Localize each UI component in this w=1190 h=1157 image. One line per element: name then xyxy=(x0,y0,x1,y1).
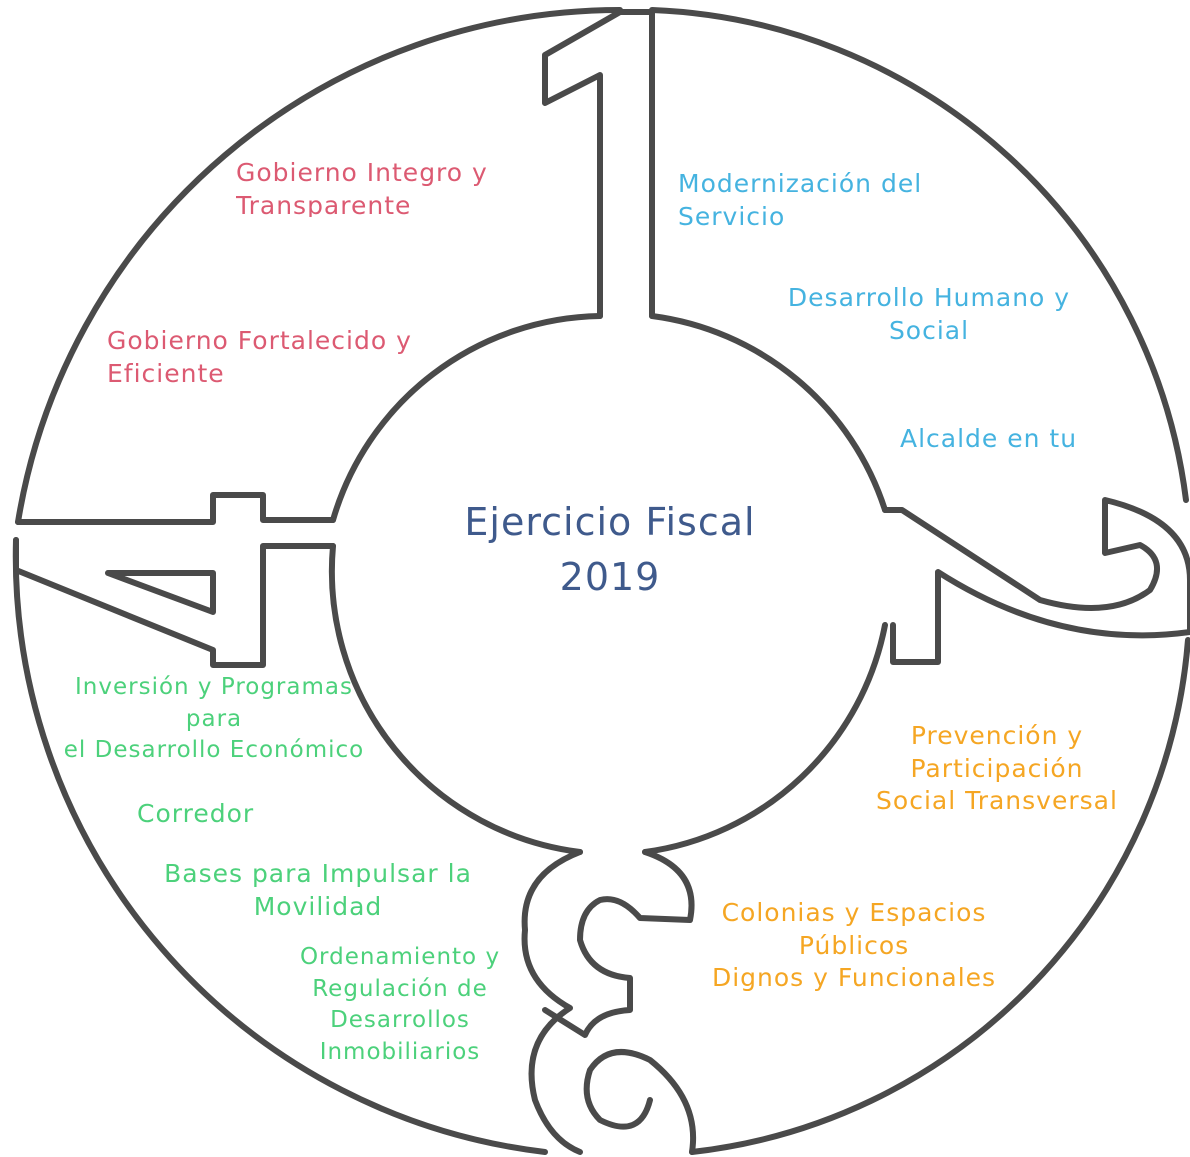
pillar2-item1-line1: Modernización del xyxy=(678,169,923,198)
pillar3-item2-line1: Colonias y Espacios xyxy=(721,898,987,927)
pillar4-item1-line1: Inversión y Programas xyxy=(75,674,353,700)
inner-ring-upper-right xyxy=(649,313,888,513)
pillar4-item4-line4: Inmobiliarios xyxy=(319,1039,481,1066)
pillar2-item2-line1: Desarrollo Humano y xyxy=(787,283,1071,312)
pillar2-item2: Desarrollo Humano y Social xyxy=(774,282,1084,347)
pillar4-item3: Bases para Impulsar la Movilidad xyxy=(150,858,486,918)
pillar4-item2: Corredor xyxy=(137,798,254,831)
center-title: Ejercicio Fiscal 2019 xyxy=(405,495,815,605)
inner-ring-lower-left xyxy=(328,543,583,855)
center-title-line2: 2019 xyxy=(559,555,661,600)
pillar4-item2-line1: Corredor xyxy=(137,799,255,828)
pillar2-item3: Alcalde en tu xyxy=(900,423,1077,456)
pillar4-item3-line1: Bases para Impulsar la xyxy=(164,859,472,888)
pillar1-item1-line1: Gobierno Integro y xyxy=(236,158,488,187)
pillar1-item1-line2: Transparente xyxy=(236,190,412,218)
pillar2-item1: Modernización del Servicio xyxy=(678,168,922,233)
pillar4-item1: Inversión y Programas para el Desarrollo… xyxy=(44,672,384,767)
center-title-line1: Ejercicio Fiscal xyxy=(464,500,756,544)
pillar3-item1-line2: Participación xyxy=(910,753,1084,783)
outer-ring-q2-arc xyxy=(649,7,1189,503)
pillar3-item2-line2: Públicos xyxy=(798,930,910,960)
pillar4-item4-line1: Ordenamiento y xyxy=(299,944,501,970)
pillar3-item1: Prevención y Participación Social Transv… xyxy=(862,720,1132,818)
pillar1-item2-line2: Eficiente xyxy=(107,358,225,386)
numeral-three-reversed xyxy=(521,849,696,1155)
pillar3-item2: Colonias y Espacios Públicos Dignos y Fu… xyxy=(698,897,1010,995)
numeral-two xyxy=(882,497,1190,665)
pillar4-item1-line3: el Desarrollo Económico xyxy=(63,737,365,764)
pillar3-item2-line3: Dignos y Funcionales xyxy=(711,963,997,992)
pillar4-item3-line2: Movilidad xyxy=(253,891,383,919)
pillar3-item1-line3: Social Transversal xyxy=(876,786,1118,815)
numeral-four-notch xyxy=(105,570,216,615)
pillar3-item1-line1: Prevención y xyxy=(910,721,1084,750)
outer-ring-q4-arc xyxy=(12,537,548,1155)
inner-ring-lower-right xyxy=(642,622,888,855)
numeral-four xyxy=(13,492,336,668)
pillar2-item2-line2: Social xyxy=(888,315,970,345)
inner-ring-upper-left xyxy=(330,313,603,523)
numeral-one xyxy=(542,9,655,319)
pillar1-item2-line1: Gobierno Fortalecido y xyxy=(107,326,412,355)
pillar2-item1-line2: Servicio xyxy=(678,201,786,231)
pillar4-item4-line3: Desarrollos xyxy=(330,1007,470,1034)
pillar1-item1: Gobierno Integro y Transparente xyxy=(236,157,488,217)
outer-ring-q1-arc xyxy=(15,7,623,525)
pillar1-item2: Gobierno Fortalecido y Eficiente xyxy=(107,325,412,385)
pillar4-item1-line2: para xyxy=(185,705,243,732)
pillar4-item4: Ordenamiento y Regulación de Desarrollos… xyxy=(288,942,512,1069)
pillar2-item3-line1: Alcalde en tu xyxy=(900,424,1078,453)
outer-ring-q3-arc xyxy=(689,637,1190,1155)
pillar4-item4-line2: Regulación de xyxy=(312,975,488,1002)
